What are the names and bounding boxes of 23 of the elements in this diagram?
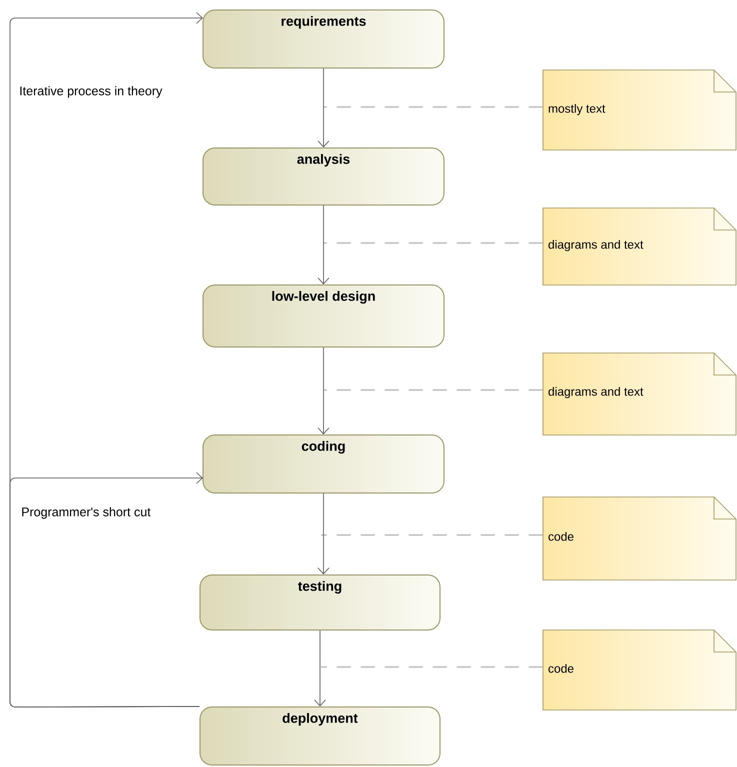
arrow xyxy=(318,493,330,574)
arrow xyxy=(10,472,203,708)
note: code xyxy=(542,496,736,580)
note: code xyxy=(542,630,736,710)
note: mostly text xyxy=(542,70,736,150)
note-connector xyxy=(320,534,544,536)
note-connector xyxy=(320,666,544,668)
arrow xyxy=(318,205,330,284)
activity-box: deployment xyxy=(200,706,440,766)
activity-box: coding xyxy=(202,434,444,494)
edge-label: Iterative process in theory xyxy=(20,86,162,98)
arrow xyxy=(314,630,326,706)
activity-box: testing xyxy=(200,574,440,630)
note-connector xyxy=(324,242,544,244)
note: diagrams and text xyxy=(542,208,736,286)
edge-label: Programmer's short cut xyxy=(22,507,151,519)
arrow xyxy=(318,68,330,148)
activity-box: low-level design xyxy=(202,284,444,348)
note-connector xyxy=(324,106,544,108)
note: diagrams and text xyxy=(542,352,736,436)
activity-box: requirements xyxy=(202,10,444,68)
activity-box: analysis xyxy=(202,148,444,206)
arrow xyxy=(318,347,330,434)
